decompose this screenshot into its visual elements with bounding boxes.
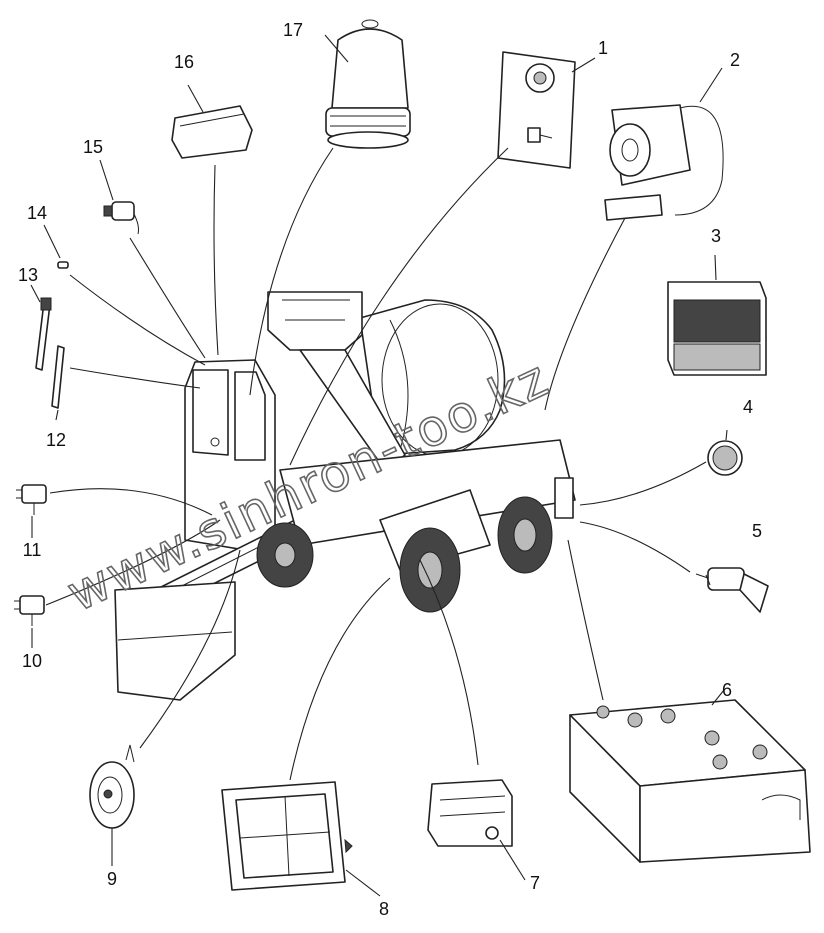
callout-11: 11 xyxy=(23,540,42,560)
part-6-battery-icon xyxy=(569,699,811,863)
callout-5: 5 xyxy=(752,521,762,541)
callouts: 1 2 3 4 5 6 7 8 9 10 11 12 13 14 15 16 1… xyxy=(18,20,762,919)
part-3-rear-combination-lamp-icon xyxy=(667,281,767,376)
part-13-wiper-arm-icon xyxy=(35,297,52,371)
callout-15: 15 xyxy=(83,137,103,157)
callout-9: 9 xyxy=(107,869,117,889)
part-11-connector-icon xyxy=(16,484,47,515)
part-12-wiper-blade-icon xyxy=(51,345,65,409)
callout-1: 1 xyxy=(598,38,608,58)
callout-13: 13 xyxy=(18,265,38,285)
callout-6: 6 xyxy=(722,680,732,700)
callout-8: 8 xyxy=(379,899,389,919)
callout-14: 14 xyxy=(27,203,47,223)
callout-7: 7 xyxy=(530,873,540,893)
part-7-side-marker-lamp-icon xyxy=(427,779,513,847)
part-9-horn-icon xyxy=(89,744,135,829)
part-8-work-floodlight-icon xyxy=(221,781,353,891)
part-10-connector-icon xyxy=(14,595,45,626)
callout-4: 4 xyxy=(743,397,753,417)
part-2-wiper-motor-icon xyxy=(604,104,724,221)
part-5-ignition-switch-icon xyxy=(695,567,769,613)
callout-3: 3 xyxy=(711,226,721,246)
leader-lines xyxy=(30,34,728,897)
callout-17: 17 xyxy=(283,20,303,40)
part-1-switch-panel-icon xyxy=(497,51,576,169)
callout-10: 10 xyxy=(22,651,42,671)
callout-2: 2 xyxy=(730,50,740,70)
part-4-reflector-icon xyxy=(707,440,743,476)
callout-12: 12 xyxy=(46,430,66,450)
part-16-cab-lamp-icon xyxy=(171,105,253,159)
callout-16: 16 xyxy=(174,52,194,72)
part-15-bulb-holder-icon xyxy=(103,201,139,235)
part-17-rotating-beacon-icon xyxy=(325,19,411,149)
part-14-fuse-icon xyxy=(57,261,69,269)
concrete-mixer-truck xyxy=(114,291,576,701)
